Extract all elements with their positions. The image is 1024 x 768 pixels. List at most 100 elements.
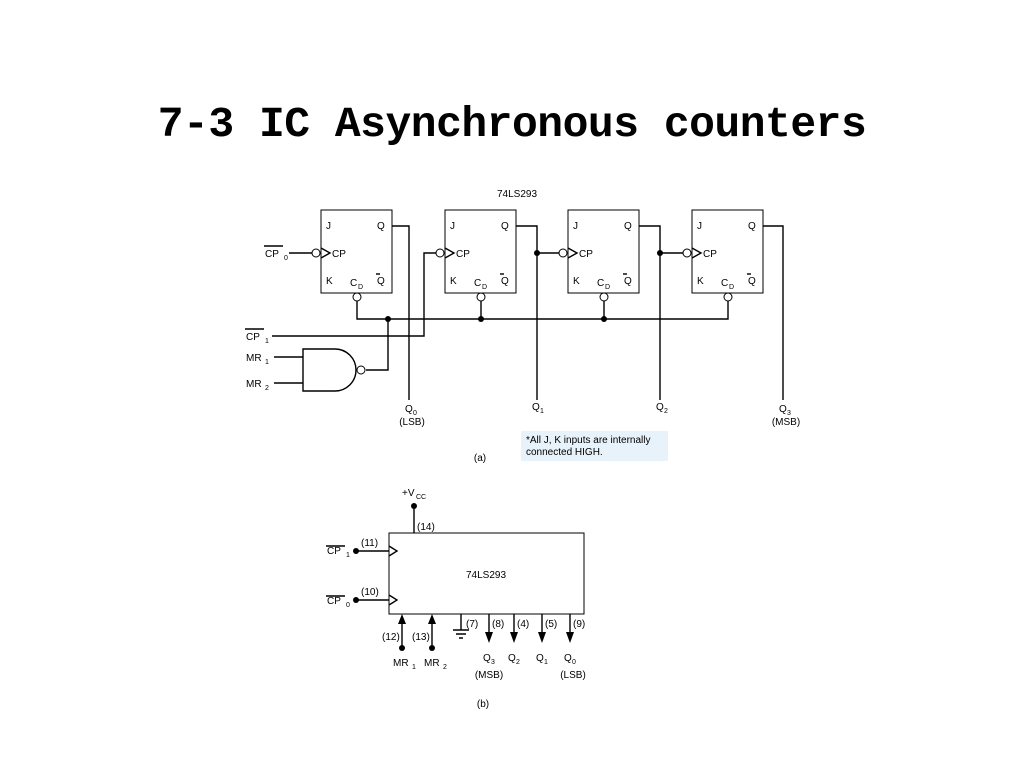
q1-output-pin: (5) Q 1 <box>536 614 557 666</box>
svg-text:MR: MR <box>424 658 440 669</box>
svg-text:1: 1 <box>265 338 269 345</box>
svg-text:(4): (4) <box>517 619 529 630</box>
svg-text:CP: CP <box>327 546 341 557</box>
svg-text:D: D <box>729 284 734 291</box>
q3-output-pin: (8) Q 3 (MSB) <box>475 614 504 681</box>
vcc-pin: +V CC (14) <box>402 488 435 533</box>
chip-body <box>388 532 585 615</box>
svg-text:2: 2 <box>516 659 520 666</box>
mr2-pin: (13) MR 2 <box>412 614 447 671</box>
svg-text:1: 1 <box>544 659 548 666</box>
svg-text:(LSB): (LSB) <box>560 670 586 681</box>
svg-text:(5): (5) <box>545 619 557 630</box>
svg-text:J: J <box>450 221 455 232</box>
svg-text:(8): (8) <box>492 619 504 630</box>
cp1-input: CP 1 <box>245 252 436 345</box>
q1-label: Q 1 <box>532 402 544 415</box>
svg-text:Q: Q <box>501 276 509 287</box>
svg-text:Q: Q <box>536 653 544 664</box>
svg-text:J: J <box>326 221 331 232</box>
svg-text:0: 0 <box>572 659 576 666</box>
cp0-pin: CP 0 (10) <box>326 587 399 609</box>
svg-text:Q: Q <box>483 653 491 664</box>
svg-text:1: 1 <box>412 664 416 671</box>
svg-text:C: C <box>350 278 357 289</box>
svg-text:CP: CP <box>265 249 279 260</box>
svg-text:Q: Q <box>564 653 572 664</box>
svg-text:3: 3 <box>491 659 495 666</box>
q3-output-line <box>763 225 784 400</box>
svg-text:D: D <box>358 284 363 291</box>
svg-text:Q: Q <box>656 402 664 413</box>
diagram-a-chip-label: 74LS293 <box>497 189 537 200</box>
diagram-b-package: 74LS293 +V CC (14) CP 1 (11) CP 0 <box>326 488 586 710</box>
svg-text:CP: CP <box>246 332 260 343</box>
q3-label: Q 3 (MSB) <box>772 404 800 428</box>
nand-gate: MR 1 MR 2 <box>246 348 366 392</box>
svg-text:(12): (12) <box>382 632 400 643</box>
svg-text:0: 0 <box>284 255 288 262</box>
svg-text:1: 1 <box>540 408 544 415</box>
svg-text:Q: Q <box>377 276 385 287</box>
svg-text:D: D <box>482 284 487 291</box>
svg-text:C: C <box>721 278 728 289</box>
svg-text:2: 2 <box>664 408 668 415</box>
flip-flop-1: J Q CP K C D Q <box>435 209 517 302</box>
svg-text:MR: MR <box>246 353 262 364</box>
slide-title: 7-3 IC Asynchronous counters <box>157 100 867 149</box>
svg-text:Q: Q <box>532 402 540 413</box>
svg-text:2: 2 <box>265 385 269 392</box>
svg-text:(11): (11) <box>361 538 378 549</box>
q2-output-line <box>639 225 683 400</box>
svg-text:1: 1 <box>346 552 350 559</box>
svg-text:K: K <box>573 276 580 287</box>
svg-text:Q: Q <box>405 404 413 415</box>
svg-text:3: 3 <box>787 410 791 417</box>
svg-text:connected HIGH.: connected HIGH. <box>526 447 603 458</box>
svg-text:(LSB): (LSB) <box>399 417 425 428</box>
svg-text:0: 0 <box>413 410 417 417</box>
diagram-b-chip-label: 74LS293 <box>466 570 506 581</box>
q1-output-line <box>516 225 559 400</box>
svg-text:C: C <box>474 278 481 289</box>
svg-text:Q: Q <box>508 653 516 664</box>
flip-flop-3: J Q CP K C D Q <box>682 209 764 302</box>
flip-flop-0: J Q CP K C D Q <box>311 209 393 302</box>
svg-text:C: C <box>597 278 604 289</box>
svg-text:2: 2 <box>443 664 447 671</box>
svg-text:MR: MR <box>246 379 262 390</box>
svg-text:J: J <box>697 221 702 232</box>
svg-text:MR: MR <box>393 658 409 669</box>
q2-label: Q 2 <box>656 402 668 415</box>
svg-text:(MSB): (MSB) <box>772 417 800 428</box>
clear-bus <box>356 301 729 371</box>
svg-text:Q: Q <box>624 276 632 287</box>
svg-text:1: 1 <box>265 359 269 366</box>
svg-text:(10): (10) <box>361 587 379 598</box>
q0-output-pin: (9) Q 0 (LSB) <box>560 614 586 681</box>
svg-text:Q: Q <box>501 221 509 232</box>
jk-note: *All J, K inputs are internally connecte… <box>521 431 668 461</box>
svg-text:K: K <box>326 276 333 287</box>
flip-flop-2: J Q CP K C D Q <box>558 209 640 302</box>
svg-text:+V: +V <box>402 488 415 499</box>
svg-text:Q: Q <box>748 221 756 232</box>
svg-text:K: K <box>450 276 457 287</box>
cp1-pin: CP 1 (11) <box>326 538 399 559</box>
svg-text:CP: CP <box>327 596 341 607</box>
svg-text:D: D <box>605 284 610 291</box>
diagram-a-logic: 74LS293 J Q CP K C D Q J Q CP K C D Q <box>245 189 800 464</box>
svg-text:*All J, K inputs are internall: *All J, K inputs are internally <box>526 435 651 446</box>
svg-text:(MSB): (MSB) <box>475 670 503 681</box>
svg-text:Q: Q <box>748 276 756 287</box>
cp0-input: CP 0 <box>264 245 312 262</box>
svg-text:(9): (9) <box>573 619 585 630</box>
ground-symbol: (7) <box>453 614 478 639</box>
svg-text:CP: CP <box>579 249 593 260</box>
svg-text:CP: CP <box>456 249 470 260</box>
q0-label: Q 0 (LSB) <box>399 404 425 428</box>
svg-text:CP: CP <box>703 249 717 260</box>
svg-text:0: 0 <box>346 602 350 609</box>
q2-output-pin: (4) Q 2 <box>508 614 529 666</box>
